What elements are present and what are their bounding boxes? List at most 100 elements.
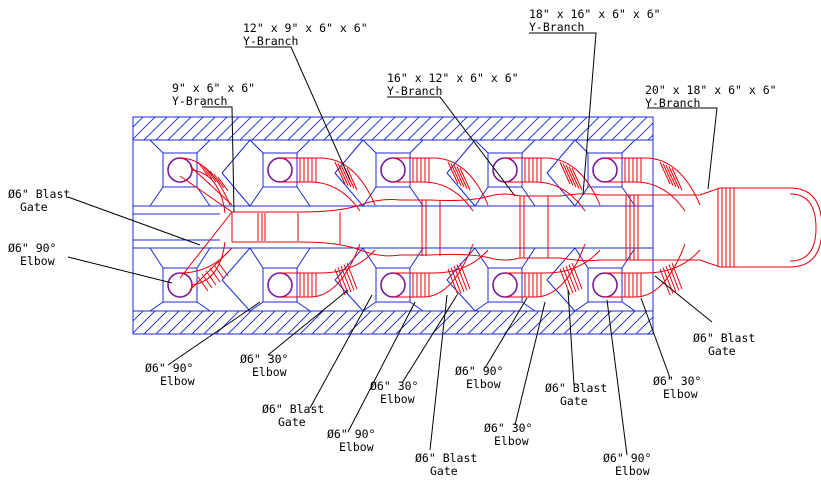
duct-port-top [167, 157, 193, 183]
labels: 9" x 6" x 6"Y-Branch 12" x 9" x 6" x 6"Y… [8, 7, 777, 478]
blast-gate-band [447, 268, 459, 296]
port-box-bottom [375, 267, 411, 303]
elbow-sweep [191, 241, 226, 286]
elbow-sweep [280, 249, 376, 274]
blast-gate-band [565, 164, 577, 188]
duct-port-bottom [267, 272, 293, 298]
blast-gate-band [571, 167, 583, 191]
elbow-sweep [280, 181, 361, 212]
blast-gate-band [453, 164, 465, 188]
elbow-sweep [505, 181, 586, 212]
elbow-sweep [605, 243, 686, 298]
blast-gate-band [201, 164, 213, 180]
blast-gate-band [665, 265, 677, 293]
blast-gate-band [340, 164, 352, 188]
label-ybranch-12x9x6x6: 12" x 9" x 6" x 6"Y-Branch [243, 21, 368, 48]
duct-port-top [592, 157, 618, 183]
label-elbow90-b4: Ø6" 90°Elbow [603, 451, 651, 478]
blast-gate-band [662, 163, 674, 186]
blast-gate-band [459, 262, 471, 290]
blast-gate-band [197, 161, 209, 177]
port-box-bottom [262, 267, 298, 303]
elbow-sweep [605, 157, 701, 206]
blast-gate-band [334, 268, 346, 296]
label-elbow30-b2: Ø6" 30°Elbow [370, 379, 418, 406]
blast-gate-band [450, 267, 462, 294]
top-hatching [133, 117, 653, 140]
blast-gate-band [659, 161, 671, 185]
label-ybranch-18x16x6x6: 18" x 16" x 6" x 6"Y-Branch [529, 7, 661, 34]
blast-gate-band [213, 264, 225, 280]
label-elbow30-right: Ø6" 30°Elbow [653, 374, 701, 401]
blast-gate-band [346, 167, 358, 191]
elbow-sweep [605, 249, 701, 274]
label-elbow90-b1: Ø6" 90°Elbow [145, 361, 195, 388]
blast-gate-band [343, 264, 355, 291]
blast-gate-band [201, 273, 213, 289]
duct-port-bottom [380, 272, 406, 298]
blast-gate-band [668, 166, 680, 189]
blast-gate-band [346, 262, 358, 290]
blast-gate-band [205, 270, 217, 286]
elbow-sweep [393, 243, 474, 298]
label-elbow30-b3: Ø6" 30°Elbow [484, 421, 532, 448]
port-box-top [262, 152, 298, 188]
elbow-sweep [605, 181, 686, 212]
label-elbow90-b2: Ø6" 90°Elbow [327, 427, 375, 454]
elbow-sweep [505, 157, 601, 206]
blast-gate-band [213, 173, 225, 189]
ductwork [179, 157, 821, 298]
blast-gate-band [668, 264, 680, 291]
blast-gate-band [456, 166, 468, 189]
elbow-sweep [179, 249, 231, 274]
label-ybranch-20x18x6x6: 20" x 18" x 6" x 6"Y-Branch [645, 83, 777, 110]
label-ybranch-16x12x6x6: 16" x 12" x 6" x 6"Y-Branch [387, 71, 519, 98]
blast-gate-band [334, 161, 346, 185]
blast-gate-band [671, 167, 683, 191]
elbow-sweep [280, 243, 361, 298]
port-box-bottom [487, 267, 523, 303]
port-box-top [162, 152, 198, 188]
leader-lines [67, 32, 718, 456]
cabinet-frame [132, 116, 654, 335]
blast-gate-band [571, 262, 583, 290]
port-box-bottom [587, 267, 623, 303]
label-elbow90-left: Ø6" 90°Elbow [8, 241, 56, 268]
elbow-sweep [191, 169, 226, 214]
blast-gate-band [337, 163, 349, 186]
duct-port-bottom [167, 272, 193, 298]
port-bays [149, 139, 636, 312]
blast-gate-band [447, 161, 459, 185]
blast-gate-band [217, 261, 229, 277]
elbow-sweep [393, 157, 489, 206]
blast-gate-band [568, 264, 580, 291]
blast-gate-band [562, 267, 574, 294]
blast-gate-band [450, 163, 462, 186]
blast-gate-band [453, 265, 465, 293]
label-ybranch-9x6x6: 9" x 6" x 6"Y-Branch [172, 81, 255, 108]
blast-gate-band [217, 176, 229, 192]
label-elbow30-b1: Ø6" 30°Elbow [240, 352, 288, 379]
blast-gate-band [459, 167, 471, 191]
blast-gate-band [671, 262, 683, 290]
port-box-bottom [162, 267, 198, 303]
elbow-sweep [505, 243, 586, 298]
blast-gate-band [209, 170, 221, 186]
bottom-hatching [133, 311, 653, 334]
blast-gate-band [559, 161, 571, 185]
label-elbow90-b3: Ø6" 90°Elbow [455, 364, 503, 391]
blast-gate-band [197, 276, 209, 292]
elbow-sweep [280, 157, 376, 206]
blast-gate-band [340, 265, 352, 293]
blast-gate-band [565, 265, 577, 293]
duct-port-top [492, 157, 518, 183]
blast-gate-band [568, 166, 580, 189]
duct-port-top [267, 157, 293, 183]
duct-port-bottom [592, 272, 618, 298]
duct-port-top [380, 157, 406, 183]
